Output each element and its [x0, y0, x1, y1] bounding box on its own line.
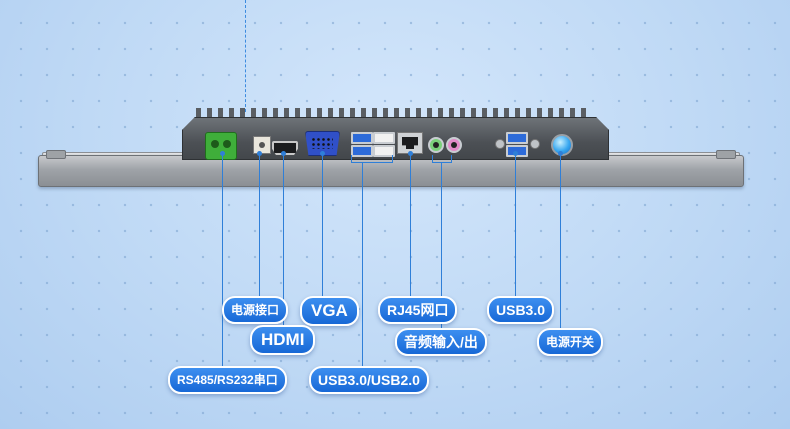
right-mount-tab: [716, 150, 736, 159]
usb3-port-icon: [351, 132, 373, 144]
leader-line-usb3: [515, 153, 516, 296]
io-housing: [182, 117, 609, 160]
audio-bracket: [432, 155, 452, 163]
screw-icon: [495, 139, 505, 149]
usb3-port-icon: [506, 132, 528, 144]
top-dashed-line: [245, 0, 246, 112]
leader-line-vga: [322, 153, 323, 296]
usb-bracket: [351, 155, 393, 163]
label-power-switch: 电源开关: [537, 328, 604, 356]
vga-port-icon: [305, 131, 340, 156]
label-vga: VGA: [300, 296, 359, 326]
audio-out-jack-icon: [428, 137, 444, 153]
left-mount-tab: [46, 150, 66, 159]
usb2-port-icon: [373, 145, 395, 157]
label-audio: 音频输入/出: [395, 328, 487, 356]
mic-in-jack-icon: [446, 137, 462, 153]
label-usb3: USB3.0: [487, 296, 555, 324]
leader-line-power-switch: [560, 153, 561, 328]
label-hdmi: HDMI: [250, 325, 316, 355]
leader-line-power-port: [259, 153, 260, 296]
usb3-port-icon: [351, 145, 373, 157]
leader-line-serial: [222, 153, 223, 367]
label-serial: RS485/RS232串口: [168, 366, 287, 394]
dc-power-jack-icon: [253, 136, 271, 154]
usb2-port-icon: [373, 132, 395, 144]
leader-line-audio: [441, 162, 442, 328]
label-usb-combo: USB3.0/USB2.0: [309, 366, 429, 394]
leader-line-usb-combo: [362, 162, 363, 366]
label-rj45: RJ45网口: [378, 296, 458, 324]
screw-icon: [530, 139, 540, 149]
label-power-port: 电源接口: [222, 296, 289, 324]
leader-line-hdmi: [283, 153, 284, 325]
leader-line-rj45: [410, 153, 411, 296]
